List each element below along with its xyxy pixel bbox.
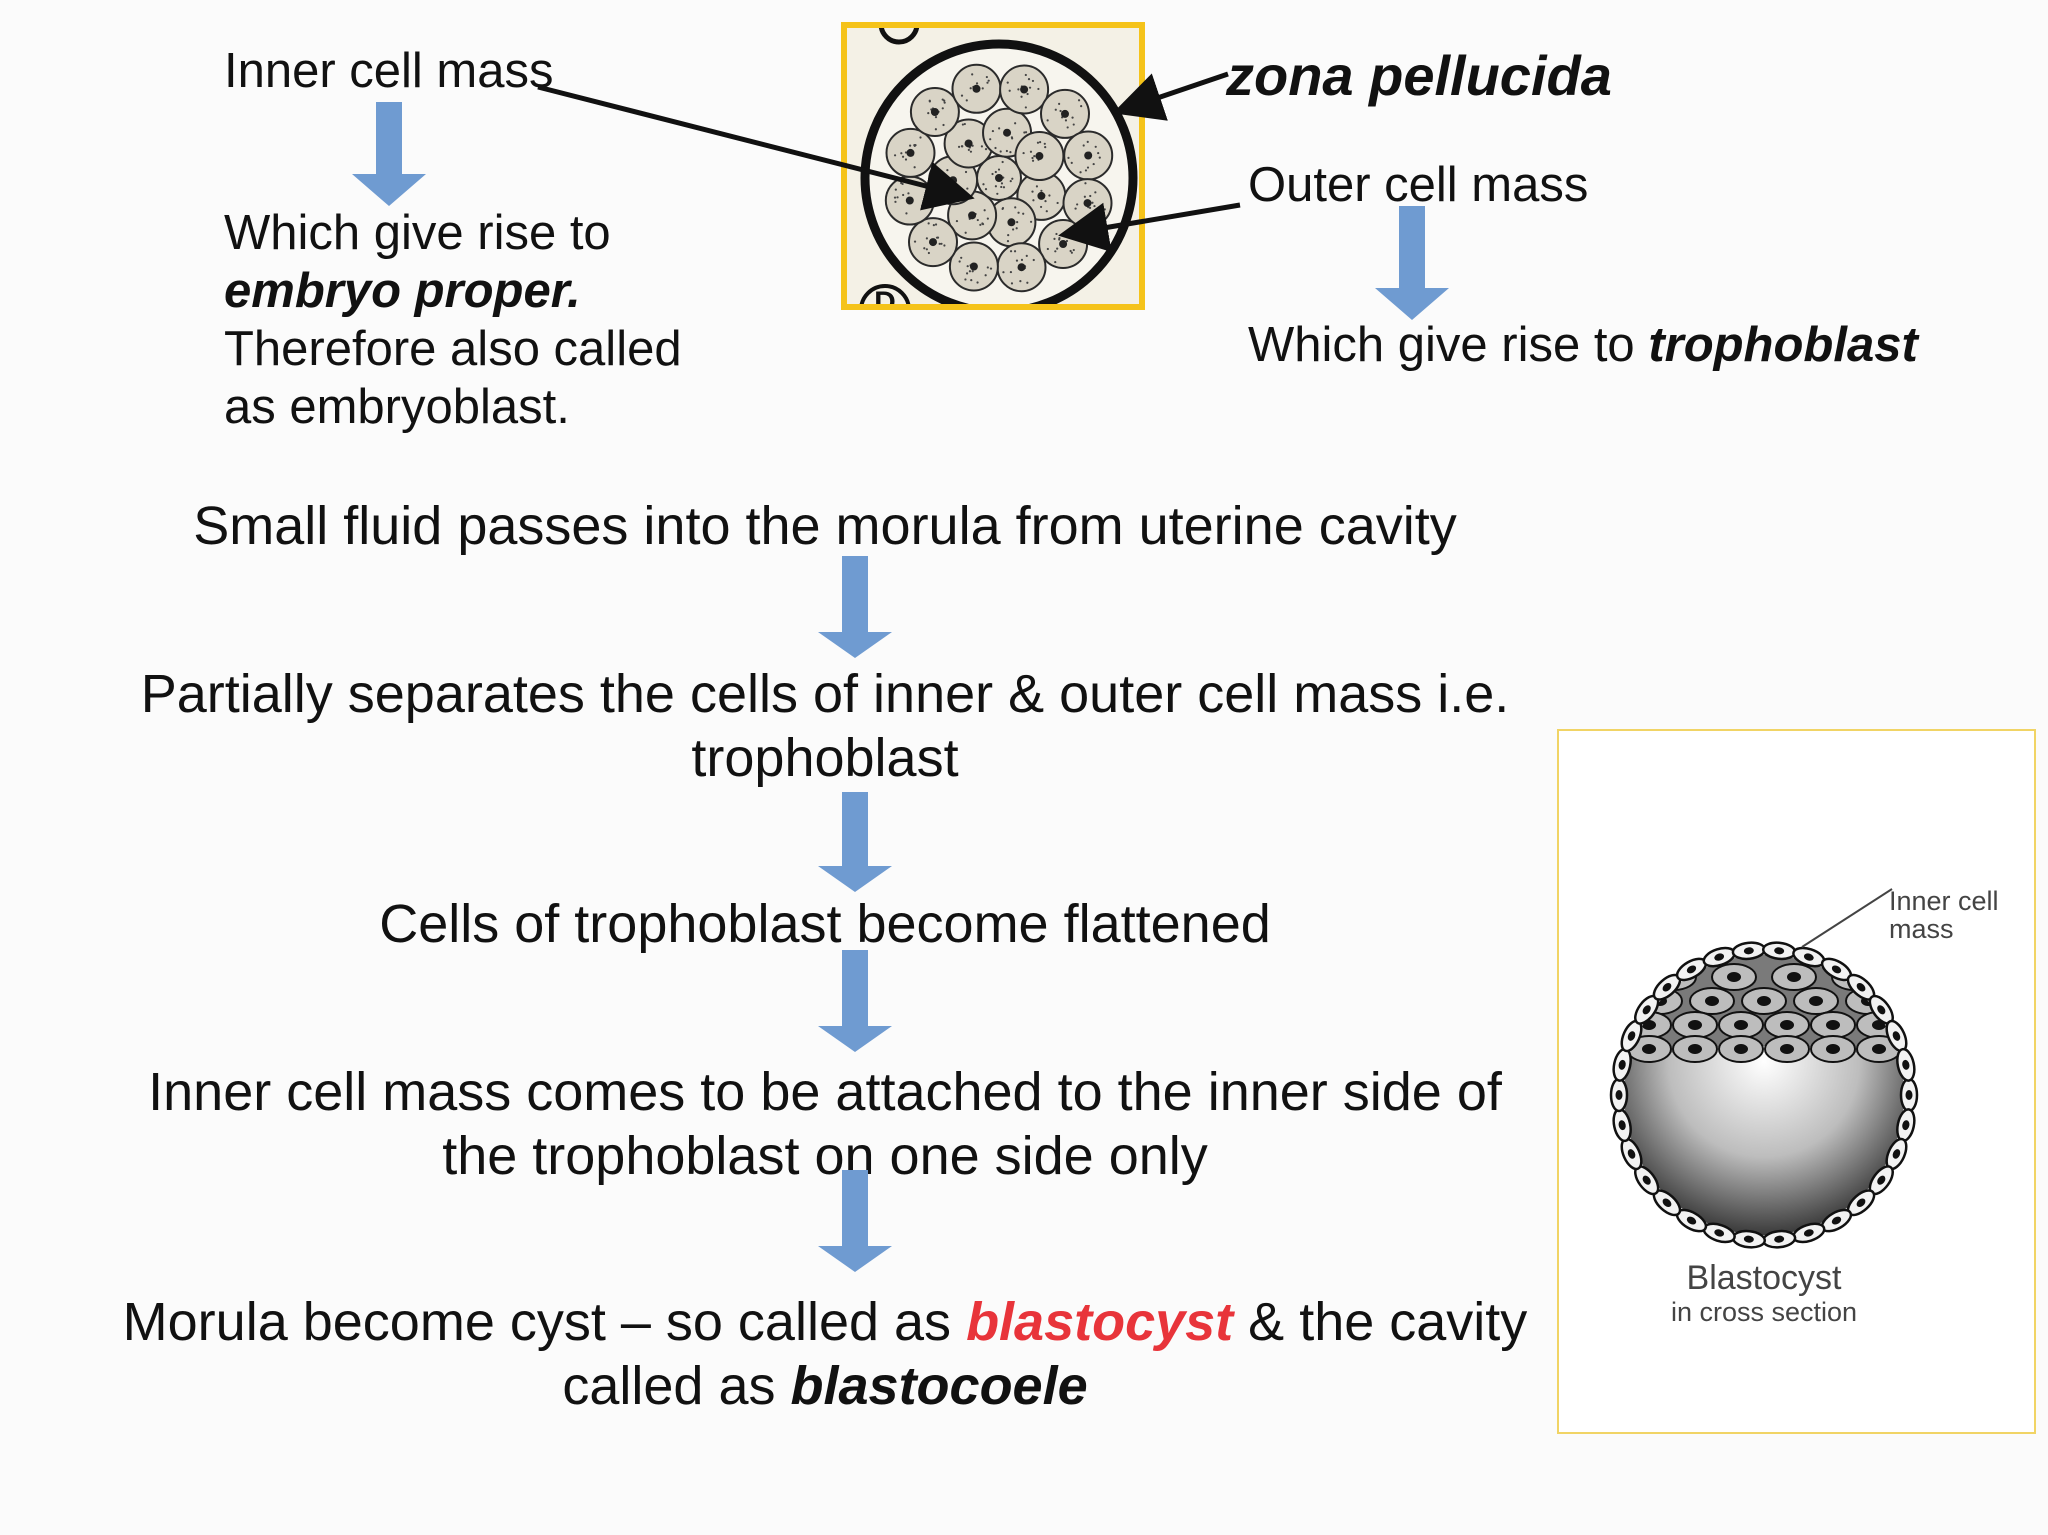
blastocyst-subcaption: in cross section [1629, 1297, 1899, 1328]
step5-text-c: & the cavity [1233, 1292, 1527, 1352]
flow-step-3: Cells of trophoblast become flattened [60, 892, 1590, 956]
blastocyst-drawing [1559, 731, 2036, 1434]
flow-step-2: Partially separates the cells of inner &… [60, 662, 1590, 790]
blastocyst-caption: Blastocyst [1639, 1259, 1889, 1298]
step5-text-a: Morula become cyst – so called as [123, 1292, 966, 1352]
down-arrow-icon [352, 102, 426, 206]
flow-step-5-line-2: called as blastocoele [60, 1354, 1590, 1418]
down-arrow-icon [818, 792, 892, 892]
flow-step-2-line-2: trophoblast [60, 726, 1590, 790]
inner-cell [1898, 988, 1942, 1014]
flow-step-1: Small fluid passes into the morula from … [60, 494, 1590, 558]
rise-prefix: Which give rise to [1248, 318, 1648, 372]
description-line-4: as embryoblast. [224, 378, 682, 436]
flow-step-5: Morula become cyst – so called as blasto… [60, 1290, 1590, 1418]
morula-cells [886, 65, 1112, 291]
inner-caption-line-1: Inner cell [1889, 887, 1999, 915]
inner-cell [1586, 988, 1630, 1014]
morula-figure: D [841, 22, 1145, 310]
blastocyst-term: blastocyst [966, 1292, 1233, 1352]
flow-step-5-line-1: Morula become cyst – so called as blasto… [60, 1290, 1590, 1354]
description-line-1: Which give rise to [224, 204, 682, 262]
down-arrow-icon [818, 950, 892, 1052]
down-arrow-icon [818, 556, 892, 658]
inner-cell [1581, 1012, 1625, 1038]
outer-cell-mass-description: Which give rise to trophoblast [1248, 316, 1918, 374]
description-line-2: embryo proper. [224, 262, 682, 320]
down-arrow-icon [1375, 206, 1449, 320]
zona-pellucida-label: zona pellucida [1226, 44, 1612, 108]
panel-corner-mark [881, 28, 917, 42]
inner-cell-mass-caption: Inner cell mass [1889, 887, 1999, 943]
inner-cell-mass-label: Inner cell mass [224, 42, 554, 100]
inner-cell [1903, 1012, 1947, 1038]
inner-cell [1592, 964, 1636, 990]
flow-step-4-line-1: Inner cell mass comes to be attached to … [60, 1060, 1590, 1124]
inner-caption-line-2: mass [1889, 915, 1999, 943]
panel-letter: D [867, 286, 903, 310]
inner-cell-mass-description: Which give rise to embryo proper. Theref… [224, 204, 682, 436]
morula-drawing [847, 28, 1145, 310]
description-line-3: Therefore also called [224, 320, 682, 378]
flow-step-2-line-1: Partially separates the cells of inner &… [60, 662, 1590, 726]
flow-step-4: Inner cell mass comes to be attached to … [60, 1060, 1590, 1188]
inner-cell-mass-pointer [1802, 889, 1892, 947]
blastocoele-term: blastocoele [791, 1356, 1088, 1416]
down-arrow-icon [818, 1170, 892, 1272]
trophoblast-emphasis: trophoblast [1648, 318, 1917, 372]
inner-cell [1892, 964, 1936, 990]
step5-text-d: called as [562, 1356, 790, 1416]
blastocyst-figure: Inner cell mass Blastocyst in cross sect… [1557, 729, 2036, 1434]
